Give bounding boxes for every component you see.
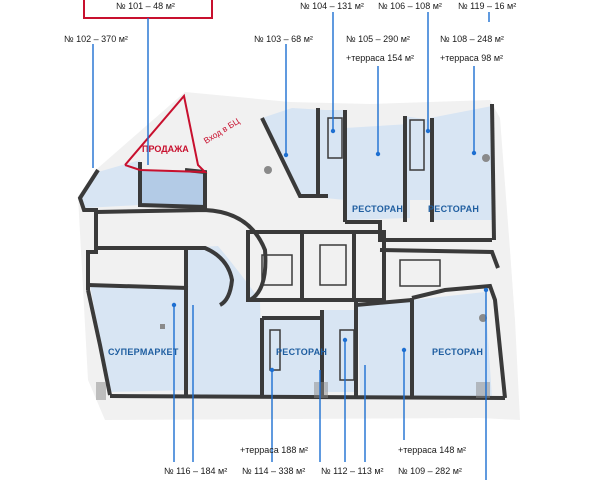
unit-fills xyxy=(80,106,494,398)
unit-108-area[interactable] xyxy=(430,106,494,220)
label-unit-114: № 114 – 338 м² xyxy=(242,466,305,476)
unit-109b-area[interactable] xyxy=(412,292,492,398)
label-unit-119: № 119 – 16 м² xyxy=(458,1,516,11)
unit-114-area[interactable] xyxy=(186,246,262,395)
unit-103-area[interactable] xyxy=(262,108,328,196)
unit-101-area[interactable] xyxy=(140,170,205,207)
room-labels: РЕСТОРАН РЕСТОРАН СУПЕРМАРКЕТ РЕСТОРАН Р… xyxy=(108,204,483,357)
walls xyxy=(77,103,507,400)
label-unit-102: № 102 – 370 м² xyxy=(64,34,128,44)
label-unit-116: № 116 – 184 м² xyxy=(164,466,227,476)
unit-116-area[interactable] xyxy=(90,285,190,392)
label-unit-104: № 104 – 131 м² xyxy=(300,1,364,11)
unit-labels-top: № 101 – 48 м² № 102 – 370 м² № 103 – 68 … xyxy=(64,1,516,63)
room-restaurant-105: РЕСТОРАН xyxy=(352,204,403,214)
unit-105-area[interactable] xyxy=(345,124,410,220)
unit-109-area[interactable] xyxy=(358,300,412,398)
label-unit-103: № 103 – 68 м² xyxy=(254,34,313,44)
label-unit-109: № 109 – 282 м² xyxy=(398,466,462,476)
label-unit-112: № 112 – 113 м² xyxy=(321,466,384,476)
sale-label: ПРОДАЖА xyxy=(142,144,189,154)
room-supermarket: СУПЕРМАРКЕТ xyxy=(108,347,179,357)
label-unit-108: № 108 – 248 м² xyxy=(440,34,504,44)
unit-104-area[interactable] xyxy=(318,110,345,200)
label-unit-105: № 105 – 290 м² xyxy=(346,34,410,44)
label-unit-106: № 106 – 108 м² xyxy=(378,1,442,11)
label-terrace-105: +терраса 154 м² xyxy=(346,53,414,63)
label-terrace-108: +терраса 98 м² xyxy=(440,53,503,63)
room-restaurant-109: РЕСТОРАН xyxy=(432,347,483,357)
label-terrace-114: +терраса 188 м² xyxy=(240,445,308,455)
label-unit-101: № 101 – 48 м² xyxy=(116,1,175,11)
room-restaurant-108: РЕСТОРАН xyxy=(428,204,479,214)
label-terrace-109: +терраса 148 м² xyxy=(398,445,466,455)
leader-lines xyxy=(92,12,490,480)
unit-labels-bottom: +терраса 188 м² +терраса 148 м² № 116 – … xyxy=(164,445,466,476)
room-restaurant-114: РЕСТОРАН xyxy=(276,347,327,357)
unit-102-area[interactable] xyxy=(80,160,140,208)
unit-114b-area[interactable] xyxy=(262,318,322,398)
